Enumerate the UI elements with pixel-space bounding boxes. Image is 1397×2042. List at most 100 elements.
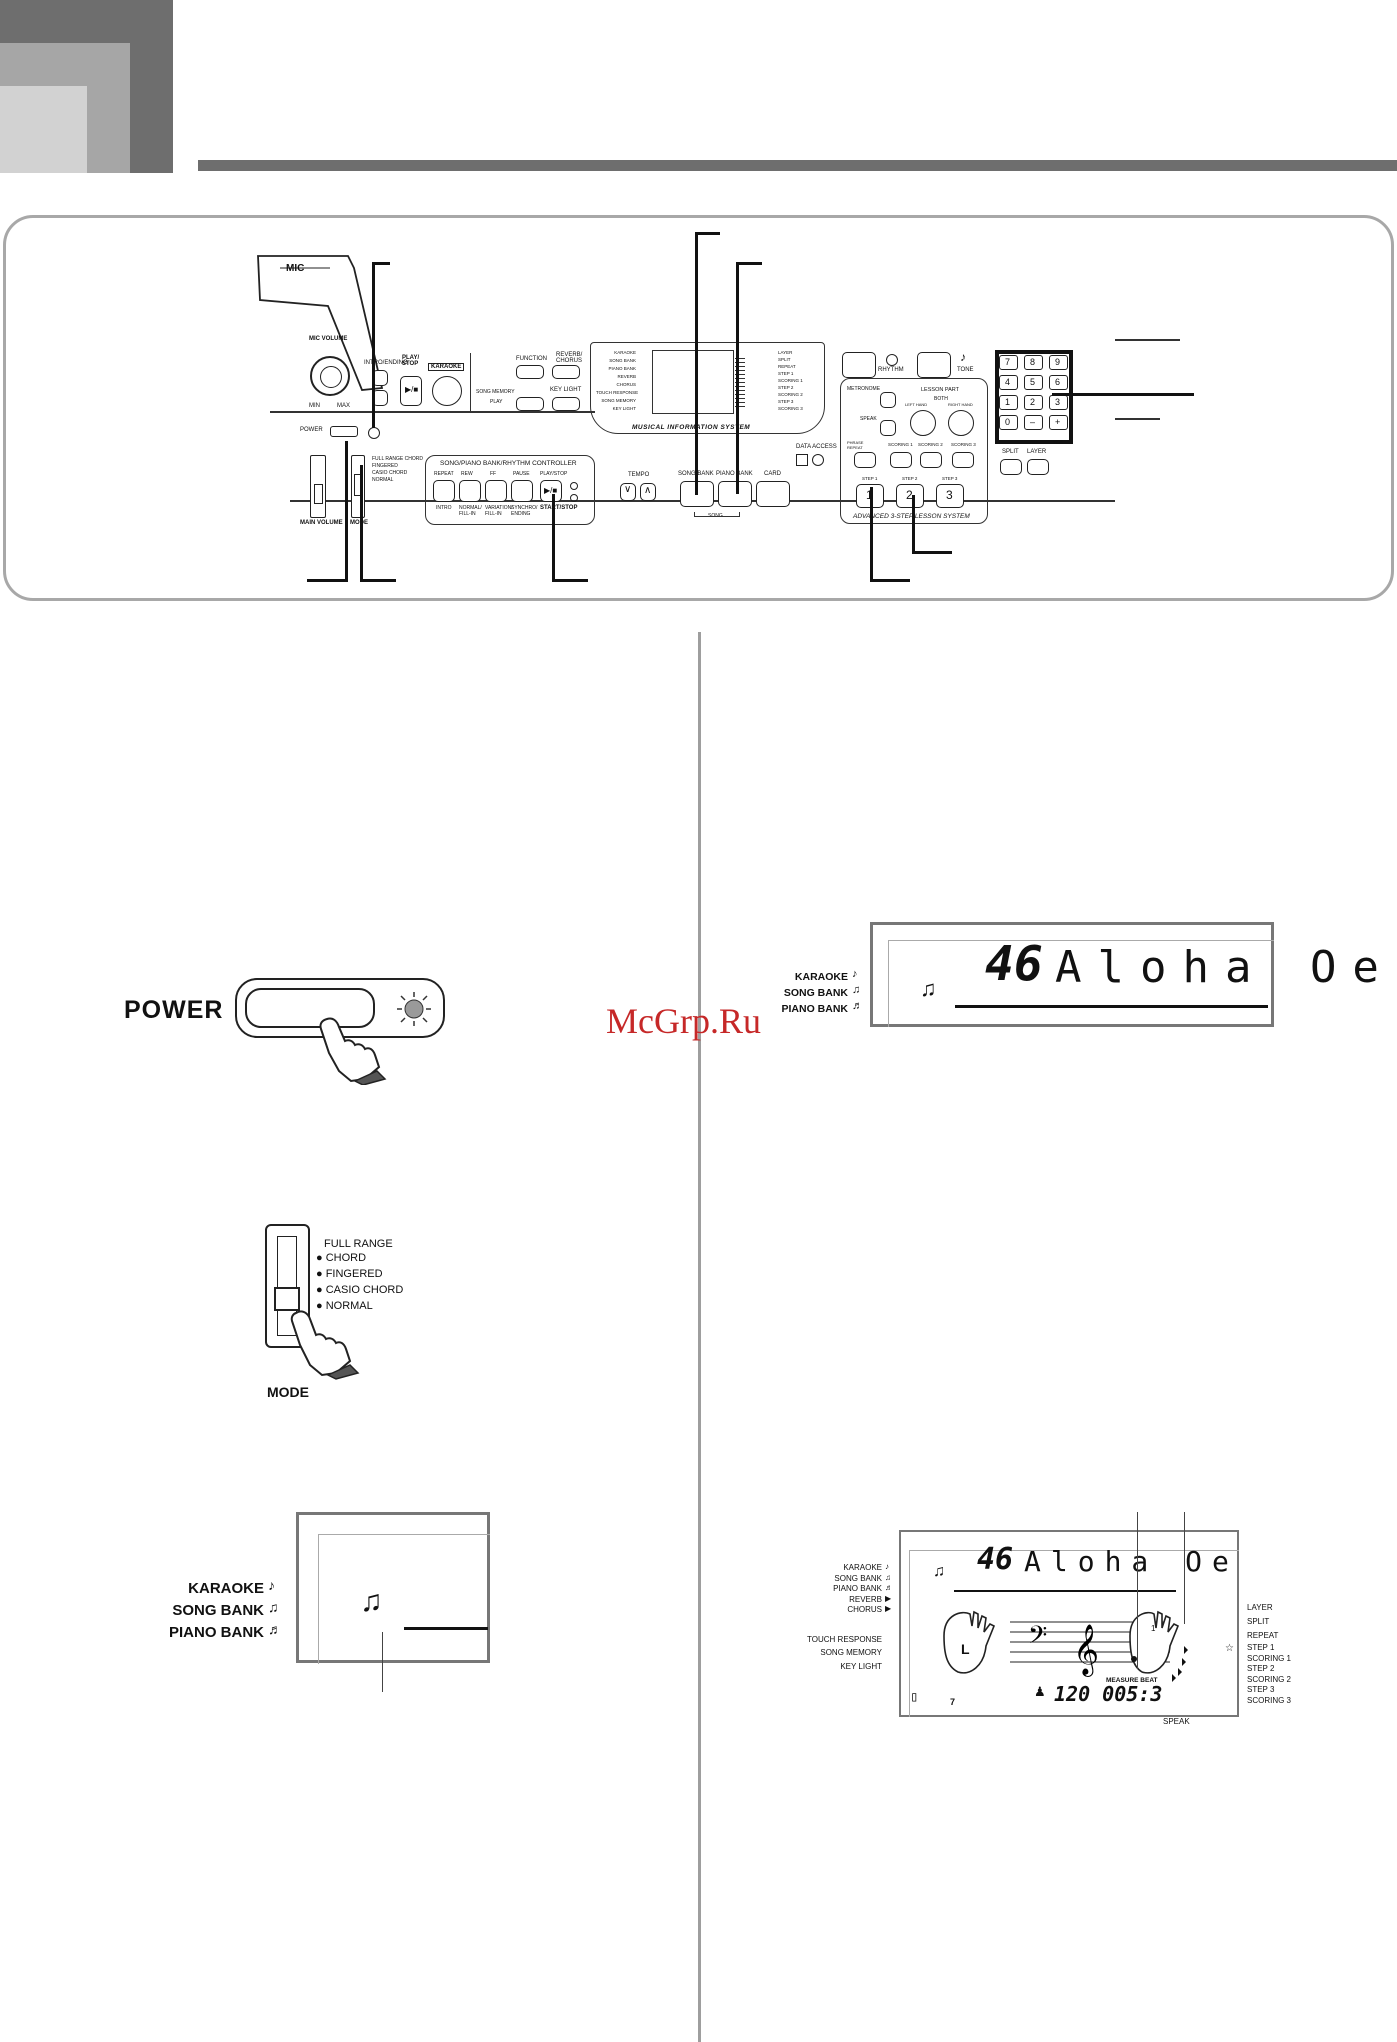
mode-option-list: FULL RANGE CHORD FINGERED CASIO CHORD NO… [372, 456, 423, 484]
play-stop-panel-button[interactable]: ▶/■ [400, 376, 422, 406]
keypad-key[interactable]: + [1049, 415, 1068, 430]
layer-button[interactable] [1027, 459, 1049, 475]
mode-figure-label: MODE [267, 1384, 309, 1400]
display2-left-label: CHORUS [847, 1605, 882, 1614]
mode-figure-option: ● NORMAL [316, 1300, 373, 1312]
key-light-button[interactable] [552, 397, 580, 411]
display2-right-label: SCORING 3 [1247, 1695, 1292, 1705]
metronome-button[interactable] [880, 392, 896, 408]
main-volume-slider[interactable] [310, 455, 326, 518]
scoring-2-button[interactable] [920, 452, 942, 468]
display1-label: SONG BANK [783, 987, 848, 999]
keypad-key[interactable]: 7 [999, 355, 1018, 370]
display1-bank-indicator-icon: ♫ [920, 976, 937, 1001]
controller-button[interactable] [433, 480, 455, 502]
step-2-button[interactable]: 2 [896, 484, 924, 508]
display2-underline [954, 1590, 1176, 1592]
controller-button[interactable] [459, 480, 481, 502]
keypad-key[interactable]: 3 [1049, 395, 1068, 410]
controller-button[interactable] [485, 480, 507, 502]
power-button[interactable] [330, 426, 358, 437]
display1-song-number: 46 [985, 936, 1043, 992]
rhythm-button[interactable] [842, 352, 876, 378]
display2-callout [1137, 1512, 1138, 1669]
keypad-key[interactable]: 9 [1049, 355, 1068, 370]
start-stop-button[interactable]: ▶/■ [540, 480, 562, 502]
display2-bank-indicator-icon: ♫ [933, 1563, 945, 1580]
display2-left-label: KARAOKE [843, 1563, 882, 1572]
data-access-label: DATA ACCESS [796, 444, 837, 450]
keypad-key[interactable]: 8 [1024, 355, 1043, 370]
karaoke-mic-icon: ♪ [268, 1577, 275, 1593]
split-label: SPLIT [1002, 449, 1019, 455]
keypad-key[interactable]: 4 [999, 375, 1018, 390]
mode-option: NORMAL [372, 477, 394, 483]
song-group-bracket [694, 512, 740, 517]
right-hand-button[interactable] [948, 410, 974, 436]
callout-line [736, 262, 762, 265]
main-volume-label: MAIN VOLUME [300, 520, 343, 526]
function-button[interactable] [516, 365, 544, 379]
tempo-up-button[interactable]: ∧ [640, 483, 656, 501]
display2-callout [1184, 1512, 1185, 1624]
tone-button[interactable] [917, 352, 951, 378]
watermark: McGrp.Ru [606, 1001, 761, 1041]
scoring-label: SCORING 2 [918, 442, 943, 447]
power-figure-switch[interactable] [245, 988, 375, 1028]
display2-small-number: 7 [950, 1697, 956, 1707]
keypad-key[interactable]: 1 [999, 395, 1018, 410]
keypad-key[interactable]: 5 [1024, 375, 1043, 390]
rec-play-label: PLAY [490, 399, 503, 405]
display-label: SONG MEMORY [601, 398, 636, 403]
rhythm-icon [886, 354, 898, 366]
split-button[interactable] [1000, 459, 1022, 475]
step-label: STEP 1 [862, 476, 878, 481]
display2-staff: 𝄢 𝄞 [943, 1610, 1188, 1682]
keypad-key[interactable]: 6 [1049, 375, 1068, 390]
divider-vertical [470, 353, 471, 413]
left-hand-button[interactable] [910, 410, 936, 436]
metronome-label: METRONOME [847, 386, 881, 392]
piano-bank-button[interactable] [718, 481, 752, 507]
bank-display-inner [318, 1534, 490, 1664]
karaoke-button[interactable] [432, 376, 462, 406]
step-number: 1 [866, 488, 873, 502]
display2-right-label: LAYER [1247, 1603, 1273, 1612]
pressing-hand-icon [319, 1017, 387, 1085]
mic-min-label: MIN [309, 403, 320, 409]
mode-panel-label: MODE [350, 520, 368, 526]
mode-figure-knob[interactable] [274, 1287, 300, 1311]
display2-icons: ♪♫♬▶▶ [885, 1562, 893, 1613]
display2-right-label: SCORING 1 [1247, 1653, 1292, 1663]
display1-songbank-icon: ♫ [852, 984, 861, 996]
song-memory-button[interactable] [516, 397, 544, 411]
display2-right-label: STEP 3 [1247, 1685, 1275, 1694]
display2-song-name: Aloha Oe [1024, 1545, 1239, 1578]
scoring-3-button[interactable] [952, 452, 974, 468]
speak-button[interactable] [880, 420, 896, 436]
controller-button[interactable] [511, 480, 533, 502]
controller-bottom-label: SYNCHRO/ ENDING [511, 505, 538, 517]
step-3-button[interactable]: 3 [936, 484, 964, 508]
mic-volume-label: MIC VOLUME [309, 336, 348, 342]
keypad-highlight [995, 350, 1073, 444]
keypad-key[interactable]: 2 [1024, 395, 1043, 410]
mic-label: MIC [286, 263, 305, 274]
card-button[interactable] [756, 481, 790, 507]
intro-ending-label: INTRO/ENDING [364, 360, 408, 366]
phrase-repeat-button[interactable] [854, 452, 876, 468]
data-access-icon [796, 454, 808, 466]
no-label: NO [1030, 440, 1038, 446]
scoring-1-button[interactable] [890, 452, 912, 468]
svg-text:𝄢: 𝄢 [1028, 1621, 1047, 1656]
mode-option: FINGERED [372, 463, 398, 469]
keypad-key[interactable]: – [1024, 415, 1043, 430]
display1-label: KARAOKE [794, 971, 848, 983]
mic-volume-knob[interactable] [310, 356, 350, 396]
display2-right-label: SPLIT [1247, 1617, 1270, 1626]
tempo-down-button[interactable]: ∨ [620, 483, 636, 501]
display2-right-label: STEP 2 [1247, 1664, 1275, 1673]
keypad-key-label: – [1030, 417, 1036, 427]
reverb-chorus-button[interactable] [552, 365, 580, 379]
keypad-key[interactable]: 0 [999, 415, 1018, 430]
